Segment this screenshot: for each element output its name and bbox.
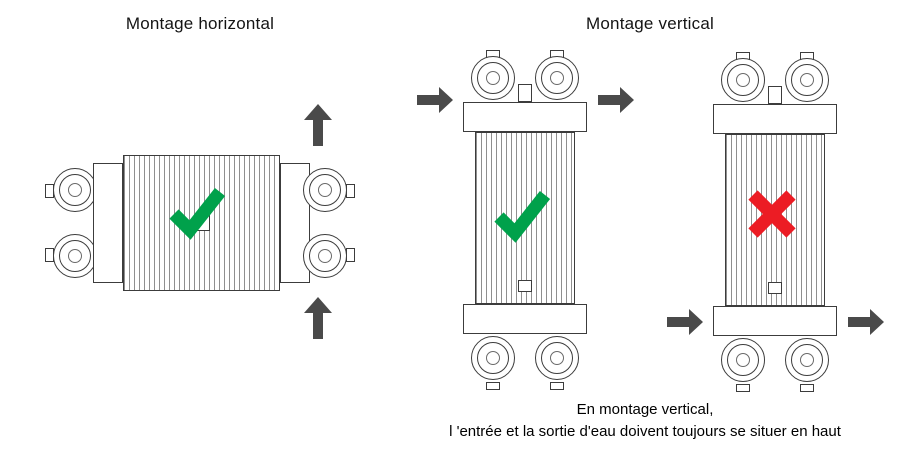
section-title-horizontal: Montage horizontal (125, 14, 275, 33)
manifold-bottom (713, 306, 837, 336)
cross-icon (748, 190, 796, 238)
body-detail (518, 280, 532, 292)
arrow-right-icon (848, 309, 884, 335)
uv-unit-horizontal-drawing (45, 153, 355, 293)
end-cap (53, 168, 97, 212)
finned-body (123, 155, 280, 291)
arrow-right-icon (417, 87, 453, 113)
end-cap (785, 338, 829, 382)
check-icon (169, 187, 226, 240)
body-detail (768, 282, 782, 294)
end-cap (721, 58, 765, 102)
manifold-top (713, 104, 837, 134)
end-knob (486, 382, 500, 390)
end-cap (471, 56, 515, 100)
manifold-top (463, 102, 587, 132)
end-cap (471, 336, 515, 380)
section-title-vertical: Montage vertical (586, 14, 714, 33)
end-cap (535, 336, 579, 380)
end-cap (53, 234, 97, 278)
end-knob (736, 384, 750, 392)
union-tee (518, 84, 532, 102)
end-cap (303, 168, 347, 212)
arrow-up-icon (304, 104, 332, 146)
arrow-right-icon (598, 87, 634, 113)
end-cap (535, 56, 579, 100)
note-line-2: l 'entrée et la sortie d'eau doivent tou… (449, 422, 841, 440)
end-cap (785, 58, 829, 102)
end-knob (800, 384, 814, 392)
end-cap (303, 234, 347, 278)
arrow-right-icon (667, 309, 703, 335)
end-knob (550, 382, 564, 390)
union-tee (768, 86, 782, 104)
manifold-left (93, 163, 123, 283)
vertical-mount-note: En montage vertical, l 'entrée et la sor… (370, 399, 920, 443)
manifold-bottom (463, 304, 587, 334)
end-cap (721, 338, 765, 382)
arrow-up-icon (304, 297, 332, 339)
note-line-1: En montage vertical, (576, 401, 714, 418)
end-knob (346, 248, 355, 262)
end-knob (346, 184, 355, 198)
check-icon (494, 190, 551, 243)
